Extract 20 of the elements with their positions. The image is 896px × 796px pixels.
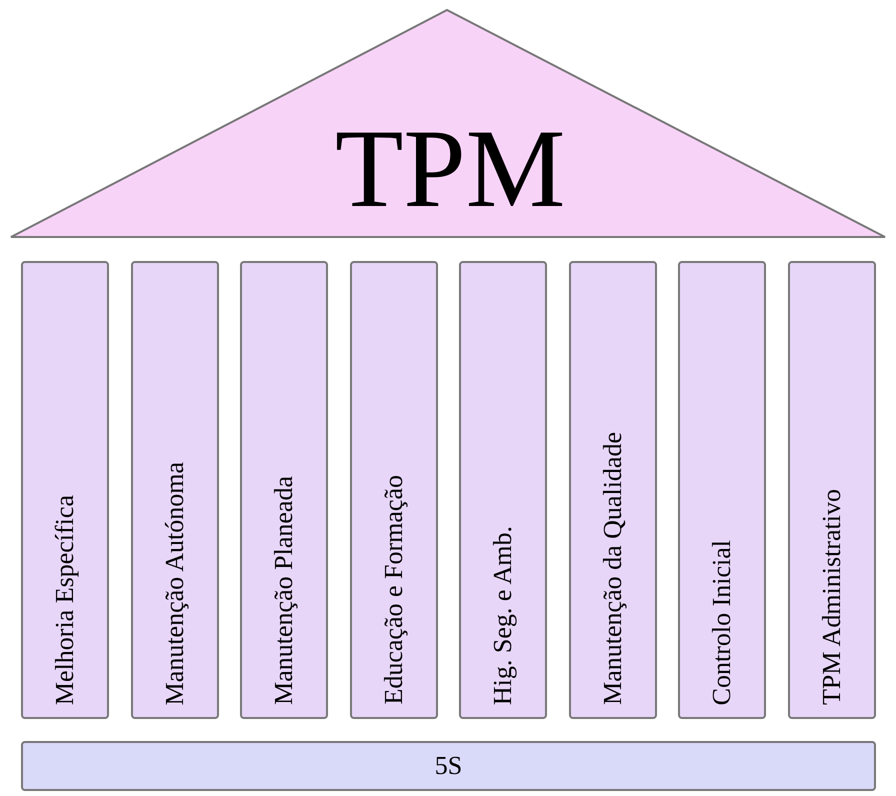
pillar-label: Manutenção Planeada bbox=[271, 476, 297, 705]
pillar-box bbox=[21, 261, 109, 719]
foundation-label: 5S bbox=[434, 753, 462, 779]
pillar-label: Manutenção da Qualidade bbox=[600, 432, 626, 705]
pillar-label: Manutenção Autónoma bbox=[162, 462, 188, 705]
pillar-label: Melhoria Específica bbox=[52, 494, 78, 705]
pillar-label: Controlo Inicial bbox=[709, 540, 735, 705]
pillar-label: Hig. Seg. e Amb. bbox=[490, 526, 516, 705]
pillar-box bbox=[350, 261, 438, 719]
pillar-label: TPM Administrativo bbox=[818, 489, 844, 705]
pillar-box bbox=[130, 261, 218, 719]
pillar-box bbox=[240, 261, 328, 719]
pillar-box bbox=[678, 261, 766, 719]
pillar-label: Educação e Formação bbox=[380, 475, 406, 705]
roof-triangle bbox=[10, 8, 886, 239]
roof-title: TPM bbox=[335, 113, 566, 225]
foundation-bar bbox=[21, 741, 876, 791]
pillar-box bbox=[788, 261, 876, 719]
pillar-box bbox=[459, 261, 547, 719]
pillar-box bbox=[568, 261, 656, 719]
